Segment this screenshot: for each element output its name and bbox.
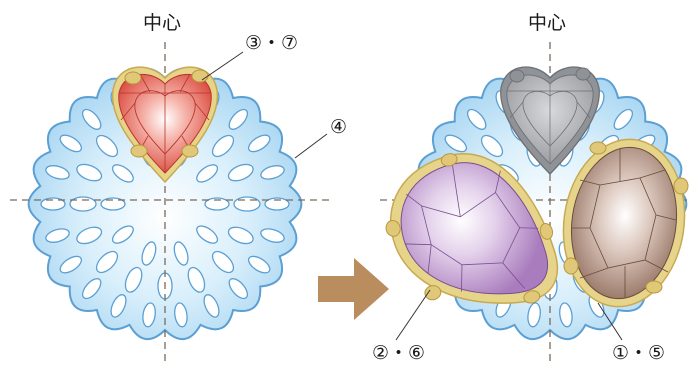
leader-line-heart (202, 52, 243, 80)
center-label-right: 中心 (528, 14, 566, 33)
label-base-part: ④ (330, 118, 347, 137)
leader-line-base (295, 134, 327, 158)
label-pear-parts: ②・⑥ (372, 344, 425, 363)
left-panel (10, 42, 330, 362)
lace-base-left-hole (70, 197, 96, 211)
label-heart-parts: ③・⑦ (245, 34, 298, 53)
leader-line-pear (396, 290, 430, 340)
right-panel (372, 42, 693, 362)
label-oval-parts: ①・⑤ (612, 344, 665, 363)
center-label-left: 中心 (143, 14, 181, 33)
right-arrow-icon (318, 258, 389, 320)
lace-base-left-hole (234, 197, 260, 211)
